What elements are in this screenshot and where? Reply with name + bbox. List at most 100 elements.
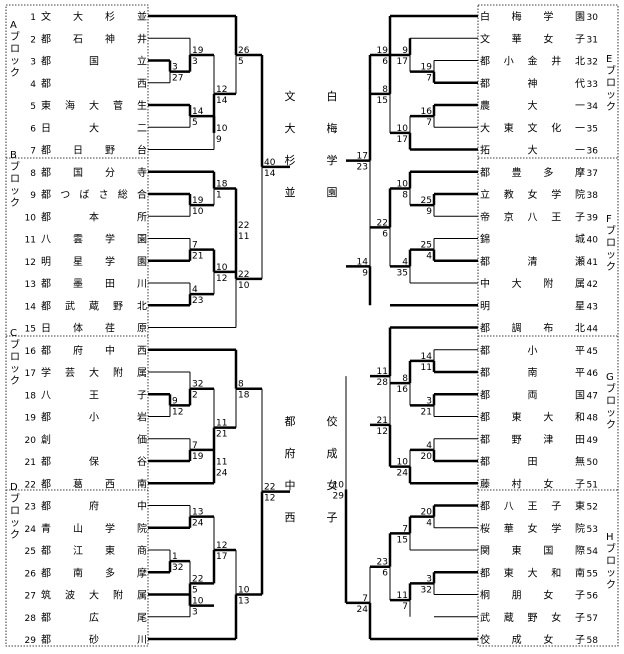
score-label: 12 [216, 274, 227, 284]
team-name: 女 [528, 188, 538, 201]
score-label: 22 [377, 218, 388, 228]
score-label: 10 [216, 124, 228, 134]
team-name: 筑 [41, 589, 51, 602]
team-name: 所 [137, 211, 147, 223]
team-number: 45 [587, 347, 598, 357]
team-name: 小 [528, 345, 538, 357]
block-label: ッ [606, 250, 616, 261]
team-name: 教 [504, 188, 514, 201]
team-name: 西 [137, 346, 147, 357]
team-number: 25 [25, 547, 36, 557]
score-label: 21 [216, 430, 227, 440]
score-label: 22 [238, 270, 249, 280]
team-name: 南 [528, 366, 538, 379]
score-label: 10 [397, 124, 409, 134]
block-label: ク [606, 101, 616, 113]
score-label: 10 [333, 481, 345, 491]
team-name: 葛 [73, 477, 83, 490]
team-name: 大 [89, 589, 99, 602]
block-label: ロ [10, 174, 20, 185]
block-label: ブ [606, 542, 616, 555]
winner-name: 大 [285, 121, 296, 135]
team-name: 北 [575, 323, 585, 335]
score-label: 4 [426, 441, 432, 451]
score-label: 12 [216, 541, 227, 551]
team-name: 星 [73, 256, 83, 268]
score-label: 18 [238, 391, 250, 401]
team-number: 8 [30, 169, 36, 179]
team-name: 属 [137, 367, 147, 379]
team-name: 日 [73, 146, 83, 157]
team-number: 16 [25, 347, 37, 357]
team-name: 都 [480, 256, 490, 268]
team-number: 5 [30, 102, 36, 112]
team-name: 化 [551, 121, 561, 134]
block-label: ッ [606, 90, 616, 101]
team-name: 墨 [73, 278, 83, 290]
team-name: 布 [543, 323, 553, 335]
score-label: 22 [192, 574, 203, 584]
team-name: 都 [480, 501, 490, 513]
score-label: 8 [382, 85, 388, 95]
team-name: 瀬 [575, 256, 585, 268]
team-name: 学 [105, 255, 115, 268]
team-name: 日 [41, 123, 51, 134]
team-name: 学 [105, 233, 115, 246]
team-number: 46 [587, 369, 599, 379]
score-label: 3 [426, 396, 432, 406]
team-name: 井 [551, 55, 561, 68]
winner-name: 学 [327, 153, 338, 167]
score-label: 6 [382, 569, 388, 579]
score-label: 5 [238, 57, 244, 67]
score-label: 19 [192, 46, 204, 56]
score-label: 14 [192, 107, 204, 117]
winner-name: 都 [285, 415, 296, 428]
team-name: 都 [41, 345, 51, 357]
winner-name: 杉 [285, 153, 296, 167]
team-name: 都 [41, 56, 51, 68]
team-name: 摩 [575, 166, 585, 179]
team-name: 砂 [89, 633, 99, 646]
team-name: 大 [73, 10, 83, 23]
score-label: 7 [362, 594, 368, 604]
team-name: 荏 [105, 323, 115, 335]
score-label: 14 [216, 96, 228, 106]
team-number: 7 [30, 147, 36, 157]
team-name: 女 [543, 589, 553, 602]
team-name: 一 [575, 146, 585, 157]
team-number: 38 [587, 191, 599, 201]
winner-name: 府 [285, 446, 296, 460]
left-frame [5, 4, 149, 647]
score-label: 32 [192, 380, 203, 390]
team-name: 西 [105, 479, 115, 490]
team-name: 大 [89, 121, 99, 134]
team-name: 錦 [480, 233, 490, 246]
team-number: 9 [30, 191, 36, 201]
team-name: 日 [41, 324, 51, 335]
team-name: 無 [575, 455, 585, 468]
team-name: 子 [575, 478, 585, 490]
score-label: 12 [264, 494, 275, 504]
score-label: 21 [377, 416, 388, 426]
team-name: 子 [575, 590, 585, 602]
team-name: 八 [528, 212, 538, 223]
score-label: 16 [421, 107, 433, 117]
team-name: 明 [41, 256, 51, 268]
team-name: 際 [575, 545, 585, 557]
team-name: 関 [480, 545, 490, 557]
winner-name: 白 [327, 89, 338, 103]
score-label: 3 [192, 57, 198, 67]
team-name: 多 [105, 566, 115, 579]
team-name: 神 [528, 77, 538, 90]
team-name: 都 [41, 300, 51, 312]
team-name: 小 [89, 412, 99, 424]
team-name: 広 [89, 611, 99, 624]
score-label: 8 [402, 190, 408, 200]
block-label: ク [10, 375, 20, 387]
team-name: 南 [575, 566, 585, 579]
team-name: 子 [575, 612, 585, 624]
score-label: 10 [397, 458, 409, 468]
winner-name: 梅 [327, 121, 338, 135]
score-label: 11 [216, 458, 227, 468]
team-name: 京 [504, 210, 514, 223]
